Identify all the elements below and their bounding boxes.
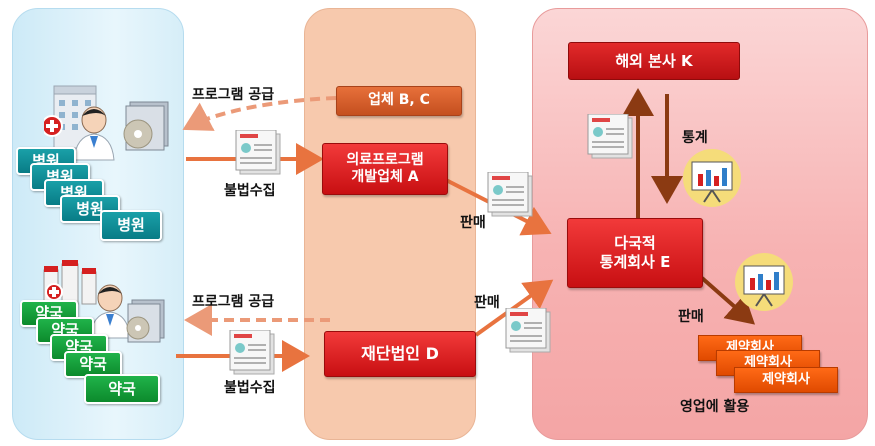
software-box-icon-bottom [120, 296, 170, 350]
overseas-hq-k-box: 해외 본사 K [568, 42, 740, 80]
hospital-tag: 병원 [100, 210, 162, 241]
pharmacist-icon [84, 280, 140, 344]
pharmacy-tag: 약국 [84, 374, 160, 404]
document-icon [504, 307, 552, 358]
sale-arrow-e-to-pharma [700, 276, 756, 325]
program-supply-label-bottom: 프로그램 공급 [192, 294, 275, 310]
illegal-collect-label-top: 불법수집 [224, 183, 276, 199]
dev-company-a-line2: 개발업체 A [351, 169, 419, 185]
dev-company-a-line1: 의료프로그램 [346, 151, 424, 168]
program-supply-label-top: 프로그램 공급 [192, 87, 275, 103]
sale-label-a: 판매 [460, 215, 486, 231]
stats-label: 통계 [682, 130, 708, 146]
chart-presentation-icon [734, 252, 794, 316]
sale-label-e: 판매 [678, 309, 704, 325]
chart-presentation-icon [682, 148, 742, 212]
medicine-bottles-icon [40, 258, 104, 312]
pharma-company-box: 제약회사 [734, 367, 838, 393]
foundation-d-label: 재단법인 D [361, 344, 439, 363]
stats-company-e-line1: 다국적 [614, 234, 656, 253]
program-supply-arrow-top [182, 96, 337, 131]
sales-use-label: 영업에 활용 [680, 399, 750, 415]
doctor-icon-top [68, 102, 124, 166]
document-icon [234, 129, 282, 180]
overseas-hq-k-label: 해외 본사 K [615, 51, 693, 70]
sale-label-d: 판매 [474, 295, 500, 311]
stats-company-e-box: 다국적 통계회사 E [567, 218, 703, 288]
document-icon [586, 113, 634, 164]
illegal-collect-label-bottom: 불법수집 [224, 380, 276, 396]
document-icon [486, 171, 534, 222]
company-bc-label: 업체 B, C [368, 92, 430, 109]
stats-company-e-line2: 통계회사 E [599, 253, 671, 271]
company-bc-box: 업체 B, C [336, 86, 462, 116]
dev-company-a-box: 의료프로그램 개발업체 A [322, 143, 448, 195]
document-icon [228, 329, 276, 380]
foundation-d-box: 재단법인 D [324, 331, 476, 377]
software-box-icon-top [116, 98, 174, 162]
